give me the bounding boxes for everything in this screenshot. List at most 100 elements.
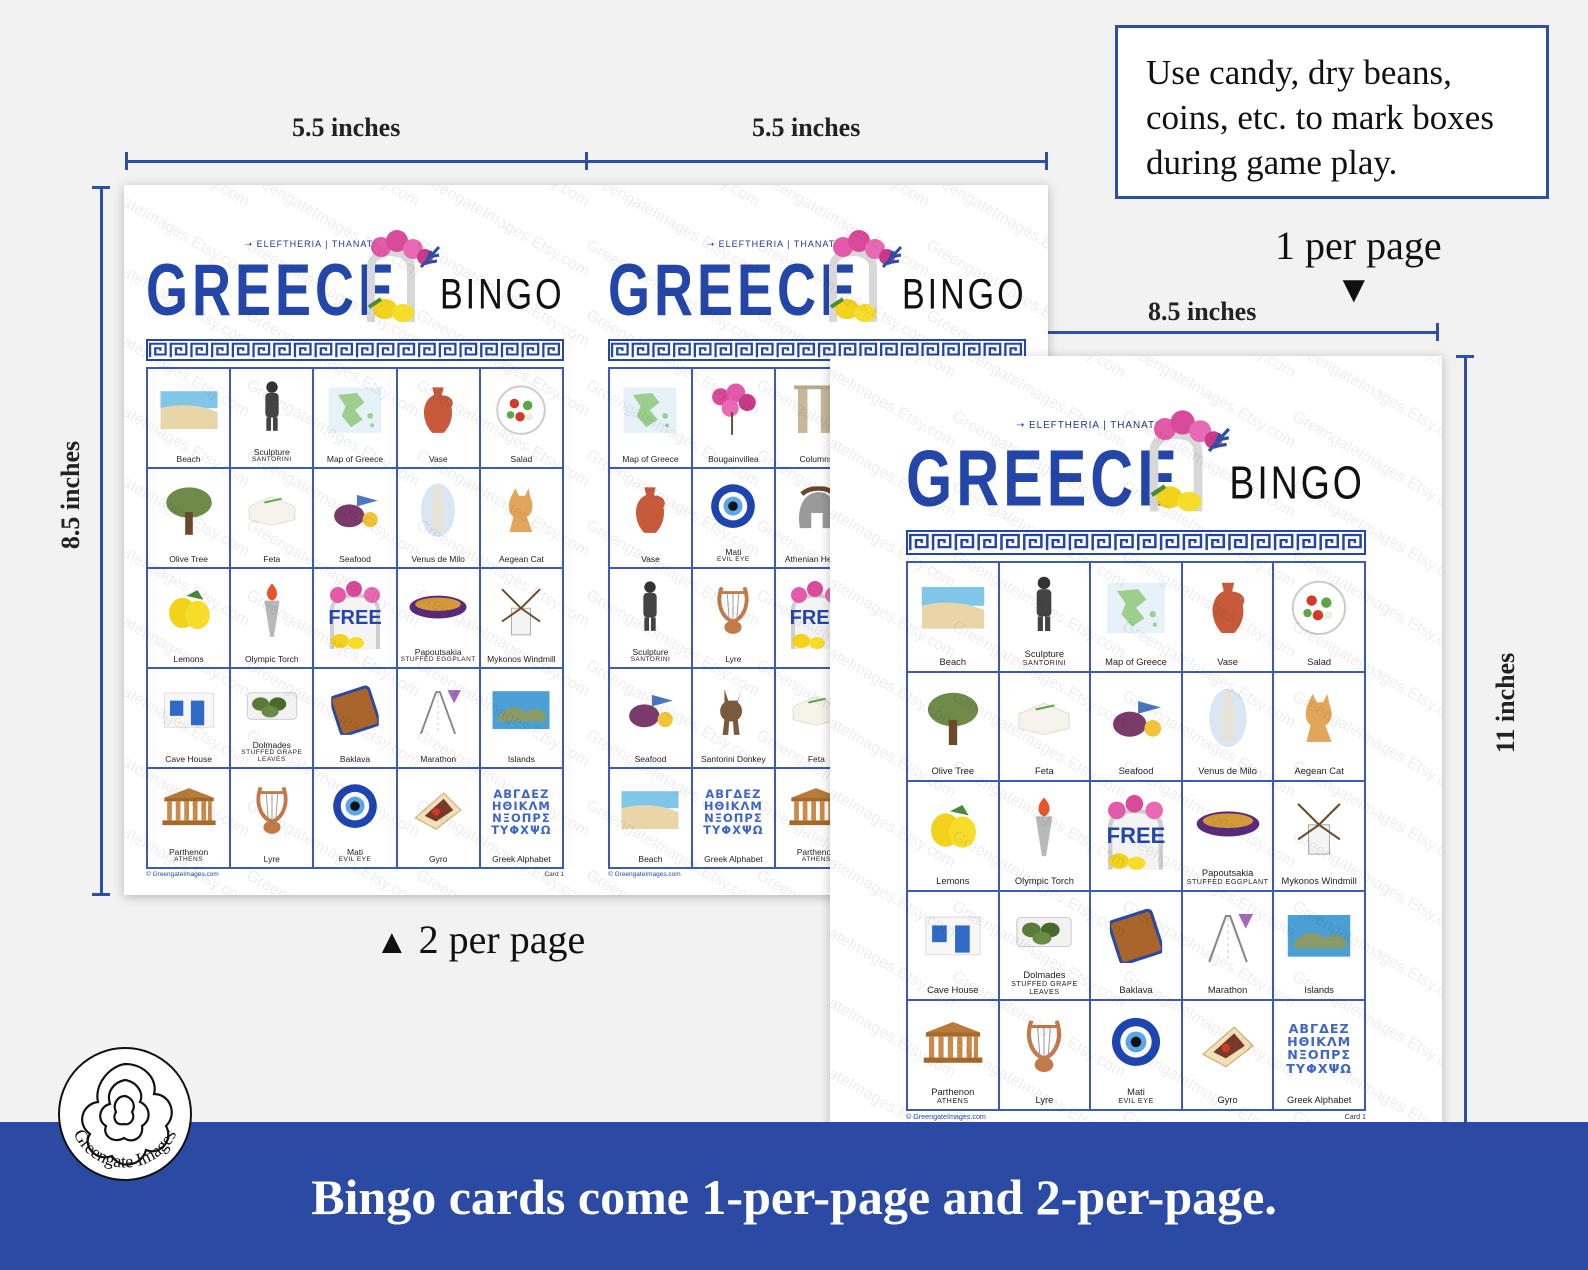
caption-one-per-page: 1 per page [1275, 222, 1442, 269]
cell-label: Beach [939, 656, 967, 671]
cell-label-text: Aegean Cat [1294, 766, 1344, 777]
card-subtitle: BINGO [1229, 455, 1365, 509]
cell-label: Beach [177, 455, 201, 467]
map-icon [1106, 582, 1166, 638]
cell-sublabel: SANTORINI [630, 656, 671, 664]
cell-label-text: Beach [939, 656, 967, 667]
cell-label-text: Sculpture [1024, 649, 1065, 660]
cell-label: Olive Tree [932, 766, 975, 780]
cell-label-text: Athenian Helmet [784, 554, 848, 565]
card-title: GREECE [608, 250, 861, 332]
cell-label: Bougainvillea [708, 455, 759, 467]
cell-sublabel: ATHENS [937, 1097, 969, 1106]
bingo-cell: Beach [609, 768, 692, 868]
cell-label-text: Feta [807, 754, 825, 765]
cell-label: Vase [1217, 657, 1238, 671]
windmill-icon [499, 583, 545, 641]
cell-label: Venus de Milo [1198, 766, 1257, 780]
alphabet-line: ΑΒΓΔΕΖ [705, 786, 762, 801]
cell-label: Feta [1035, 766, 1054, 780]
card-eyebrow-text: ELEFTHERIA | THANATOS [1029, 420, 1172, 432]
bingo-cell: Marathon [396, 668, 480, 768]
lemons-icon [925, 801, 981, 858]
cell-label-text: Map of Greece [326, 454, 384, 465]
dim-label-left-height: 8.5 inches [56, 440, 85, 550]
cell-sublabel: STUFFED GRAPE LEAVES [1011, 980, 1078, 996]
bingo-cell: Baklava [313, 668, 397, 768]
windmill-icon [1294, 798, 1344, 862]
evil-eye-icon [710, 483, 758, 535]
bingo-card-b: ➝ ELEFTHERIA | THANATOS ⟵GREECEBINGOMap … [608, 230, 1027, 883]
sculpture-icon [258, 380, 287, 438]
free-label: FREE [789, 606, 843, 629]
dim-tick [1436, 323, 1439, 341]
caption-two-per-page: ▲ 2 per page [375, 916, 585, 963]
cell-label-text: Greek Alphabet [492, 854, 551, 865]
cell-label-text: Olive Tree [169, 554, 208, 565]
bingo-cell: Bougainvillea [691, 368, 775, 468]
bougainvillea-icon [708, 383, 759, 441]
cell-label-text: Gyro [1217, 1094, 1238, 1105]
cell-label: Seafood [635, 755, 667, 767]
bingo-cell: Map of Greece [609, 368, 692, 468]
cell-label: Aegean Cat [1294, 766, 1344, 780]
free-label: FREE [1106, 823, 1166, 849]
lyre-icon [714, 583, 752, 641]
cell-label-text: Santorini Donkey [701, 754, 766, 765]
bingo-cell: Lemons [147, 568, 231, 668]
beach-icon [160, 390, 218, 434]
cat-icon [502, 486, 540, 538]
sculpture-icon [1029, 575, 1060, 639]
lemons-icon [163, 586, 214, 638]
bingo-cell: Salad [479, 368, 563, 468]
card-subtitle: BINGO [440, 271, 565, 319]
cell-label-text: Gyro [428, 854, 448, 865]
cell-sublabel: SANTORINI [1022, 659, 1067, 668]
dim-label-single-height: 11 inches [1491, 652, 1520, 754]
cave-house-icon [162, 691, 215, 734]
greengate-logo: Greengate Images [50, 1042, 200, 1192]
cell-label: Gyro [1217, 1094, 1238, 1109]
alphabet-line: ΑΒΓΔΕΖ [1288, 1020, 1350, 1036]
cell-label: Feta [263, 555, 280, 567]
cell-label: Columns [800, 455, 834, 467]
arrow-right-icon: ➝ [1015, 420, 1030, 432]
bingo-cell: Olympic Torch [230, 568, 314, 668]
cell-label: Map of Greece [1105, 657, 1167, 671]
cell-label: Map of Greece [327, 455, 383, 467]
dolmades-icon [1015, 909, 1074, 954]
card-subtitle: BINGO [902, 271, 1027, 319]
card-eyebrow-text: ELEFTHERIA | THANATOS [718, 239, 850, 249]
alphabet-line: ΗΘΙΚΛΜ [703, 798, 763, 813]
cell-label-text: Dolmades [1023, 970, 1066, 981]
cell-sublabel: STUFFED GRAPE LEAVES [241, 749, 303, 764]
cell-label-text: Olympic Torch [1014, 875, 1074, 886]
cell-label-text: Dolmades [252, 740, 291, 751]
marathon-icon [412, 684, 465, 740]
two-per-page-sheet: ➝ ELEFTHERIA | THANATOS ⟵GREECEBINGOBeac… [124, 185, 1048, 895]
cell-label-text: Papoutsakia [414, 647, 462, 658]
cell-label-text: Sculpture [632, 647, 669, 658]
bingo-cell: Vase [396, 368, 480, 468]
bingo-card-a: ➝ ELEFTHERIA | THANATOS ⟵GREECEBINGOBeac… [146, 230, 565, 883]
cell-label: Islands [1304, 985, 1334, 999]
columns-icon [793, 383, 841, 441]
card-title: GREECE [906, 432, 1181, 524]
cell-sublabel: EVIL EYE [1118, 1097, 1154, 1106]
islands-icon [1287, 915, 1351, 962]
cell-label: Mykonos Windmill [1282, 876, 1357, 890]
bingo-cell: Baklava [1090, 890, 1182, 1001]
bingo-cell: Feta [998, 671, 1091, 782]
arrow-right-icon: ➝ [244, 239, 257, 249]
cell-label: Lemons [173, 655, 203, 667]
bingo-cell: Gyro [396, 768, 480, 868]
